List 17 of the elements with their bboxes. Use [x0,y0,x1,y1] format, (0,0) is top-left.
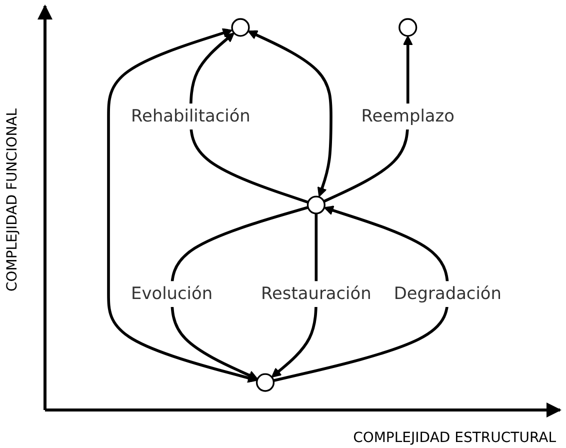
node-circle [256,373,275,392]
arrow [170,206,308,380]
arrow [248,30,332,198]
edge-label: Degradación [394,283,502,304]
arrow [273,206,450,382]
axis-label: COMPLEJIDAD FUNCIONAL [5,108,21,292]
node-circle [306,196,326,214]
edge-label: Evolución [131,283,213,304]
arrow [323,35,413,203]
axis-label: COMPLEJIDAD ESTRUCTURAL [353,430,556,446]
node-circle [398,18,418,37]
arrow [189,32,309,204]
edge-label: Reemplazo [361,106,454,126]
edge-label: Restauración [261,283,372,304]
node-circle [231,18,250,37]
edge-label: Rehabilitación [131,106,250,126]
arrow [107,28,258,383]
